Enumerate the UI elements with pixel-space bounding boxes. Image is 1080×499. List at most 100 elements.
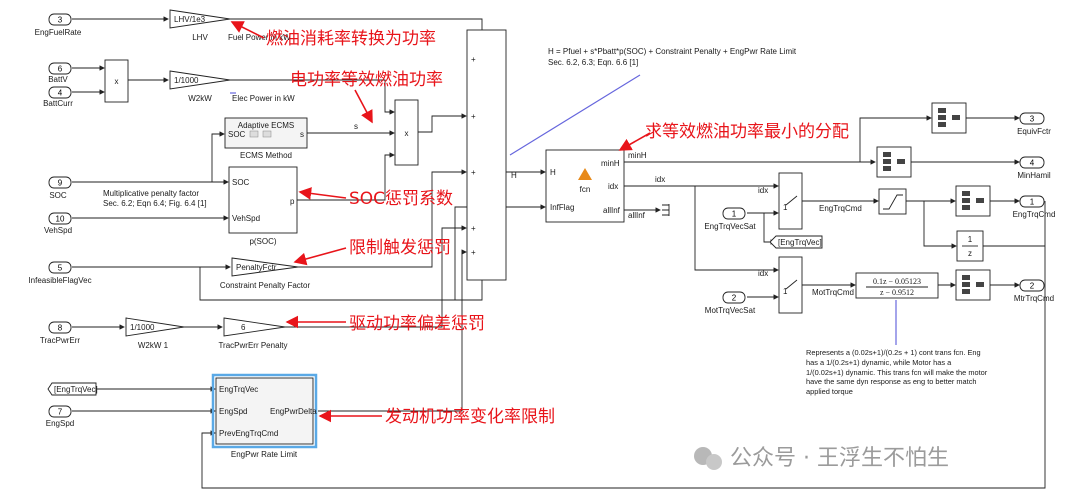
matlab-fcn-icon [578, 168, 592, 180]
saturation-block[interactable] [878, 188, 907, 215]
annotation-fuel: 燃油消耗率转换为功率 [266, 29, 436, 49]
inport-tracpwrerr[interactable]: 8 TracPwrErr [40, 321, 80, 345]
constraint-penalty-gain-block[interactable]: PenaltyFctr Constraint Penalty Factor [220, 257, 311, 290]
signal-allinf: allInf [628, 211, 646, 220]
svg-text:x: x [405, 129, 409, 138]
discrete-transfer-fcn-block[interactable]: 0.1z − 0.05123 z − 0.9512 [855, 272, 939, 299]
svg-text:MotTrqVecSat: MotTrqVecSat [705, 306, 756, 315]
svg-text:EquivFctr: EquivFctr [1017, 127, 1051, 136]
svg-text:LHV: LHV [192, 33, 208, 42]
signal-idx-sel: idx [758, 186, 768, 195]
outports: 3 EquivFctr 4 MinHamil 1 EngTrqCmd 2 Mtr… [1013, 112, 1056, 303]
svg-text:Elec Power in kW: Elec Power in kW [232, 94, 295, 103]
svg-text:MtrTrqCmd: MtrTrqCmd [1014, 294, 1054, 303]
lhv-gain-block[interactable]: LHV/1e3 LHV Fuel Power in kW [169, 9, 291, 42]
svg-text:VehSpd: VehSpd [232, 214, 260, 223]
svg-text:EngPwr Rate Limit: EngPwr Rate Limit [231, 450, 298, 459]
svg-text:InfeasibleFlagVec: InfeasibleFlagVec [28, 276, 91, 285]
signal-s: s [354, 122, 358, 131]
svg-text:6: 6 [58, 65, 63, 74]
svg-text:SOC: SOC [232, 178, 250, 187]
svg-text:+: + [471, 55, 476, 64]
psoc-block[interactable]: SOC VehSpd p p(SOC) [228, 166, 298, 246]
inport-battv[interactable]: 6 BattV [48, 62, 72, 84]
svg-text:2: 2 [1030, 282, 1035, 291]
red-annotations: 燃油消耗率转换为功率 电功率等效燃油功率 求等效燃油功率最小的分配 SOC惩罚系… [230, 21, 849, 427]
svg-text:0.1z − 0.05123: 0.1z − 0.05123 [873, 277, 921, 286]
svg-text:TracPwrErr Penalty: TracPwrErr Penalty [218, 341, 287, 350]
transfer-fcn-note: Represents a (0.02s+1)/(0.2s + 1) cont t… [806, 348, 988, 397]
svg-text:W2kW: W2kW [188, 94, 212, 103]
svg-text:Sec. 6.2, 6.3; Eqn. 6.6 [1]: Sec. 6.2, 6.3; Eqn. 6.6 [1] [548, 58, 638, 67]
min-search-fcn-block[interactable]: H InfFlag minH idx allInf fcn [545, 149, 625, 223]
inport-infeasibleflagvec[interactable]: 5 InfeasibleFlagVec [28, 261, 92, 285]
svg-text:4: 4 [1030, 159, 1035, 168]
engtrqvec-from-tag[interactable]: [EngTrqVec] [47, 382, 98, 396]
hamiltonian-sum-block[interactable]: + + + + + [466, 29, 507, 281]
signal-minh: minH [628, 151, 647, 160]
outport-equivfctr[interactable]: 3 EquivFctr [1017, 112, 1051, 136]
ecms-product-block[interactable]: x [394, 99, 419, 166]
battery-product-block[interactable]: x [104, 59, 129, 103]
svg-text:H = Pfuel + s*Pbatt*p(SOC) + C: H = Pfuel + s*Pbatt*p(SOC) + Constraint … [548, 47, 797, 56]
inport-engspd[interactable]: 7 EngSpd [46, 405, 74, 428]
unit-delay-block[interactable]: 1 z [956, 230, 984, 262]
annotation-engine-rate: 发动机功率变化率限制 [385, 407, 555, 427]
equivfctr-selector-block[interactable] [931, 102, 967, 134]
svg-text:EngTrqCmd: EngTrqCmd [1013, 210, 1056, 219]
engtrqvec-goto-tag[interactable]: [EngTrqVec] [769, 235, 823, 249]
mottrq-index-selector[interactable]: 1 [778, 256, 803, 314]
svg-text:4: 4 [58, 89, 63, 98]
svg-text:z − 0.9512: z − 0.9512 [880, 288, 914, 297]
svg-text:Multiplicative penalty factor: Multiplicative penalty factor [103, 189, 199, 198]
w2kw-gain-block[interactable]: 1/1000 W2kW Elec Power in kW [169, 70, 295, 103]
svg-text:W2kW 1: W2kW 1 [138, 341, 169, 350]
svg-text:LHV/1e3: LHV/1e3 [174, 15, 206, 24]
svg-text:2: 2 [732, 294, 737, 303]
svg-text:fcn: fcn [580, 185, 591, 194]
outport-minhamil[interactable]: 4 MinHamil [1017, 156, 1051, 180]
svg-text:7: 7 [58, 408, 63, 417]
svg-text:[EngTrqVec]: [EngTrqVec] [54, 385, 98, 394]
svg-text:1/1000: 1/1000 [130, 323, 155, 332]
w2kw1-gain-block[interactable]: 1/1000 W2kW 1 [125, 317, 185, 350]
inport-engtrqvecsat[interactable]: 1 EngTrqVecSat [704, 207, 756, 231]
inport-engfuelrate[interactable]: 3 EngFuelRate [35, 13, 82, 37]
svg-text:[EngTrqVec]: [EngTrqVec] [778, 238, 822, 247]
engpwr-rate-limit-block[interactable]: EngTrqVec EngSpd PrevEngTrqCmd EngPwrDel… [211, 373, 318, 459]
inport-vehspd[interactable]: 10 VehSpd [44, 212, 72, 235]
adaptive-ecms-block[interactable]: Adaptive ECMS SOC s ECMS Method [224, 117, 308, 160]
svg-text:1: 1 [968, 235, 973, 244]
mtrtrqcmd-selector-block[interactable] [955, 269, 991, 301]
engtrqcmd-selector-block[interactable] [955, 185, 991, 217]
svg-text:allInf: allInf [603, 206, 621, 215]
svg-text:1: 1 [783, 203, 788, 212]
engtrq-index-selector[interactable]: 1 [778, 172, 803, 230]
svg-text:6: 6 [241, 323, 246, 332]
hamiltonian-equation-note: H = Pfuel + s*Pbatt*p(SOC) + Constraint … [548, 47, 797, 67]
inport-soc[interactable]: 9 SOC [48, 176, 72, 200]
penalty-note: Multiplicative penalty factor Sec. 6.2; … [103, 189, 207, 208]
outport-engtrqcmd[interactable]: 1 EngTrqCmd [1013, 195, 1056, 219]
minhamil-selector-block[interactable] [876, 146, 912, 178]
svg-text:+: + [471, 112, 476, 121]
annotation-soc: SOC惩罚系数 [349, 189, 453, 209]
svg-text:EngSpd: EngSpd [46, 419, 74, 428]
svg-text:3: 3 [1030, 115, 1035, 124]
svg-text:1/1000: 1/1000 [174, 76, 199, 85]
svg-text:EngTrqVecSat: EngTrqVecSat [704, 222, 756, 231]
svg-text:EngTrqVec: EngTrqVec [219, 385, 258, 394]
svg-text:VehSpd: VehSpd [44, 226, 72, 235]
svg-text:1: 1 [783, 287, 788, 296]
svg-text:5: 5 [58, 264, 63, 273]
svg-text:3: 3 [58, 16, 63, 25]
tracpwrerr-penalty-gain-block[interactable]: 6 TracPwrErr Penalty [218, 317, 288, 350]
svg-text:MinHamil: MinHamil [1017, 171, 1051, 180]
svg-text:1: 1 [732, 210, 737, 219]
svg-text:+: + [471, 248, 476, 257]
inport-mottrqvecsat[interactable]: 2 MotTrqVecSat [705, 291, 756, 315]
signal-mottrqcmd: MotTrqCmd [812, 288, 854, 297]
outport-mtrtrqcmd[interactable]: 2 MtrTrqCmd [1014, 279, 1054, 303]
inport-battcurr[interactable]: 4 BattCurr [43, 86, 73, 108]
